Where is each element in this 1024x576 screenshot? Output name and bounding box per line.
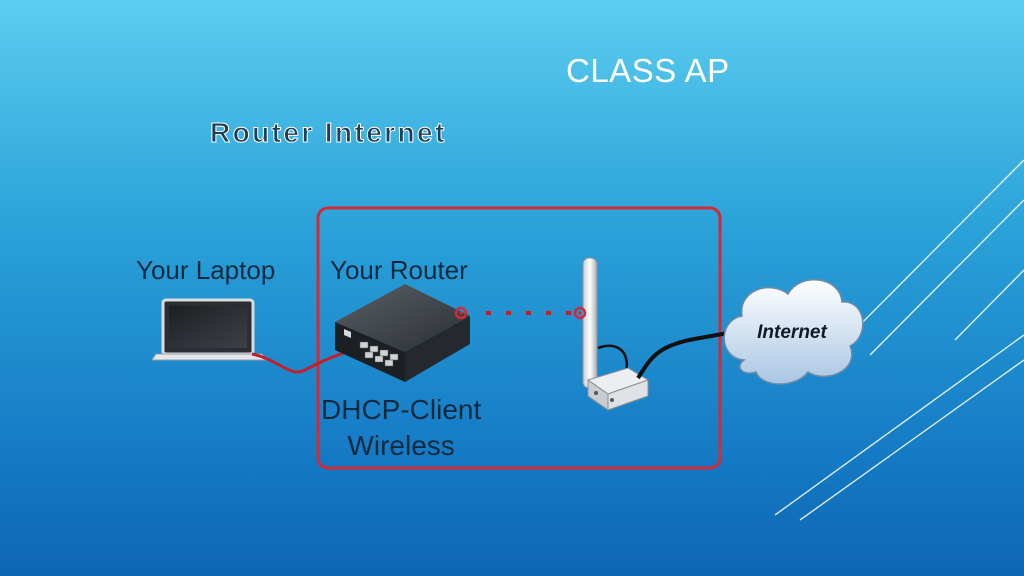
internet-cloud-icon: Internet	[723, 279, 864, 385]
cloud-label: Internet	[757, 322, 827, 343]
access-point-antenna-icon	[573, 257, 650, 411]
router-icon	[335, 284, 470, 382]
ap-internet-cable	[636, 328, 746, 380]
router-mode-line1: DHCP-Client	[321, 394, 482, 425]
router-mode-label: DHCP-Client Wireless	[321, 392, 481, 464]
slide-title: CLASS AP	[566, 52, 730, 89]
laptop-icon	[151, 298, 267, 361]
wireless-link	[486, 311, 571, 315]
laptop-label: Your Laptop	[136, 255, 276, 285]
router-label: Your Router	[330, 255, 468, 285]
router-mode-line2: Wireless	[347, 430, 455, 461]
highlight-frame	[316, 206, 722, 470]
slide-subtitle: Router Internet	[210, 117, 447, 149]
